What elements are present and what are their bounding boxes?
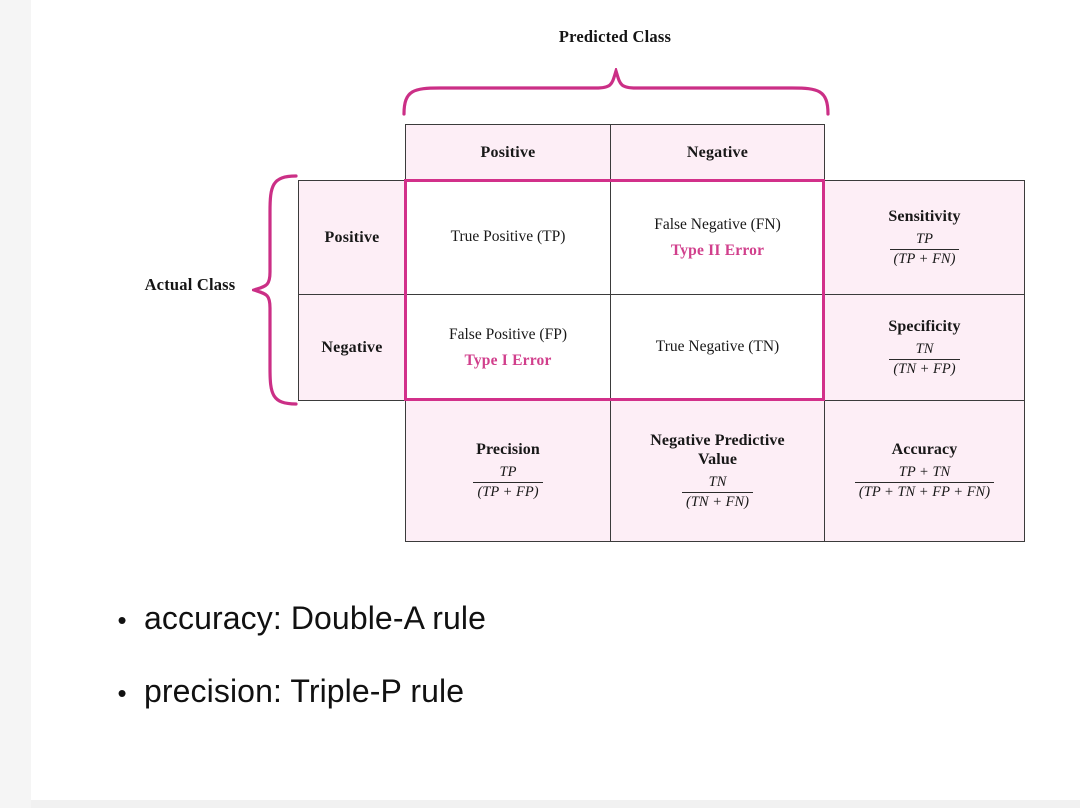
bullet-point-icon: • bbox=[117, 678, 127, 708]
bullet-point-icon: • bbox=[117, 605, 127, 635]
predicted-class-brace-icon bbox=[400, 65, 832, 116]
specificity-formula: TN (TN + FP) bbox=[889, 340, 960, 378]
cell-false-negative-label: False Negative (FN) bbox=[654, 215, 781, 233]
accuracy-numerator: TP + TN bbox=[898, 464, 951, 481]
list-item: • precision: Triple-P rule bbox=[100, 673, 1000, 710]
list-item: • accuracy: Double-A rule bbox=[100, 600, 1000, 637]
cell-sensitivity: Sensitivity TP (TP + FN) bbox=[824, 180, 1025, 295]
precision-numerator: TP bbox=[499, 464, 517, 481]
notes-list: • accuracy: Double-A rule • precision: T… bbox=[100, 600, 1000, 746]
precision-formula: TP (TP + FP) bbox=[473, 464, 543, 501]
precision-name: Precision bbox=[476, 441, 540, 459]
cell-precision: Precision TP (TP + FP) bbox=[405, 400, 611, 542]
note-accuracy-text: accuracy: Double-A rule bbox=[144, 600, 487, 636]
header-actual-positive: Positive bbox=[298, 180, 406, 295]
accuracy-formula: TP + TN (TP + TN + FP + FN) bbox=[854, 464, 995, 501]
sensitivity-formula: TP (TP + FN) bbox=[889, 230, 960, 268]
header-actual-positive-label: Positive bbox=[324, 228, 380, 246]
sensitivity-name: Sensitivity bbox=[888, 207, 961, 225]
actual-class-title: Actual Class bbox=[144, 275, 236, 294]
npv-name-line2: Value bbox=[697, 451, 738, 469]
sensitivity-denominator: (TP + FN) bbox=[889, 248, 960, 268]
cell-true-negative: True Negative (TN) bbox=[610, 294, 825, 401]
sensitivity-numerator: TP bbox=[916, 230, 933, 247]
npv-name-line1: Negative Predictive bbox=[650, 431, 785, 449]
cell-negative-predictive-value: Negative Predictive Value TN (TN + FN) bbox=[610, 400, 825, 542]
accuracy-denominator: (TP + TN + FP + FN) bbox=[854, 482, 995, 501]
cell-false-negative: False Negative (FN) Type II Error bbox=[610, 180, 825, 295]
header-actual-negative-label: Negative bbox=[321, 338, 383, 356]
cell-specificity: Specificity TN (TN + FP) bbox=[824, 294, 1025, 401]
specificity-denominator: (TN + FP) bbox=[889, 358, 960, 378]
left-gutter bbox=[0, 0, 31, 808]
cell-true-positive-label: True Positive (TP) bbox=[450, 228, 566, 246]
header-actual-negative: Negative bbox=[298, 294, 406, 401]
accuracy-name: Accuracy bbox=[891, 441, 958, 459]
actual-class-brace-icon bbox=[248, 172, 298, 408]
cell-true-positive: True Positive (TP) bbox=[405, 180, 611, 295]
note-precision-text: precision: Triple-P rule bbox=[144, 673, 465, 709]
specificity-numerator: TN bbox=[915, 340, 934, 357]
cell-true-negative-label: True Negative (TN) bbox=[655, 338, 780, 356]
predicted-class-title: Predicted Class bbox=[558, 27, 672, 46]
cell-false-positive-label: False Positive (FP) bbox=[449, 325, 567, 343]
specificity-name: Specificity bbox=[888, 317, 961, 335]
header-predicted-positive-label: Positive bbox=[480, 143, 536, 161]
cell-accuracy: Accuracy TP + TN (TP + TN + FP + FN) bbox=[824, 400, 1025, 542]
type-i-error-label: Type I Error bbox=[464, 352, 552, 370]
type-ii-error-label: Type II Error bbox=[670, 242, 765, 260]
cell-false-positive: False Positive (FP) Type I Error bbox=[405, 294, 611, 401]
npv-denominator: (TN + FN) bbox=[682, 492, 753, 511]
header-predicted-negative-label: Negative bbox=[686, 143, 749, 161]
header-predicted-positive: Positive bbox=[405, 124, 611, 181]
page-bottom-edge bbox=[31, 800, 1080, 808]
npv-formula: TN (TN + FN) bbox=[682, 474, 753, 511]
npv-numerator: TN bbox=[708, 474, 727, 491]
header-predicted-negative: Negative bbox=[610, 124, 825, 181]
precision-denominator: (TP + FP) bbox=[473, 482, 543, 501]
